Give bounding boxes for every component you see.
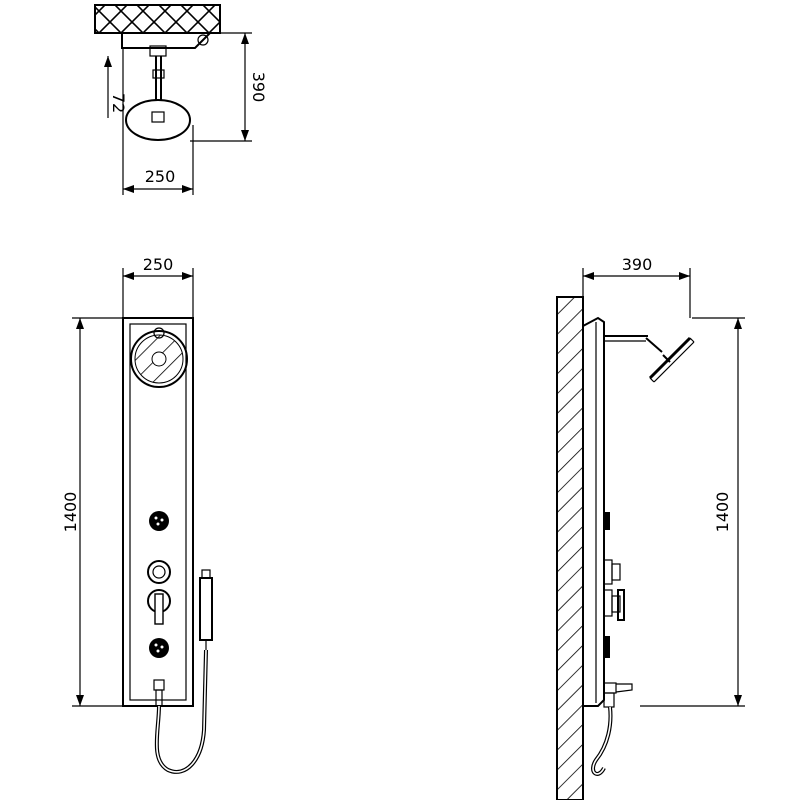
front-view: 250 1400 [61,255,213,774]
front-width-label: 250 [143,255,174,274]
top-view: 390 72 250 [94,4,268,195]
side-body-jet-upper [604,512,610,530]
side-wall [556,296,584,800]
front-height-label: 1400 [61,492,80,533]
front-shower-head [130,330,188,388]
side-height-label: 1400 [713,492,732,533]
side-hose-outlet [603,682,633,708]
top-width-label: 250 [145,167,176,186]
side-depth-label: 390 [622,255,653,274]
front-mixer-lever [147,589,171,625]
top-wall-block [94,4,221,34]
front-hand-shower [199,569,213,650]
front-body-jet-lower [149,638,169,658]
side-panel-profile [582,316,605,707]
side-shower-arm [604,335,663,353]
top-offset-label: 72 [109,93,128,113]
front-hose-outlet [153,679,165,707]
side-view: 390 1400 [556,255,745,800]
top-bracket-pin [197,34,209,46]
side-shower-head [648,336,695,383]
side-diverter-knob [603,559,621,585]
top-bracket-nut [149,45,167,57]
front-panel-inner [129,323,187,701]
side-body-jet-lower [604,636,610,658]
front-body-jet-upper [149,511,169,531]
front-diverter-knob [147,560,171,584]
top-shower-head [125,99,191,141]
side-hose [591,706,613,776]
side-mixer-lever [603,589,625,621]
top-depth-label: 390 [249,72,268,103]
